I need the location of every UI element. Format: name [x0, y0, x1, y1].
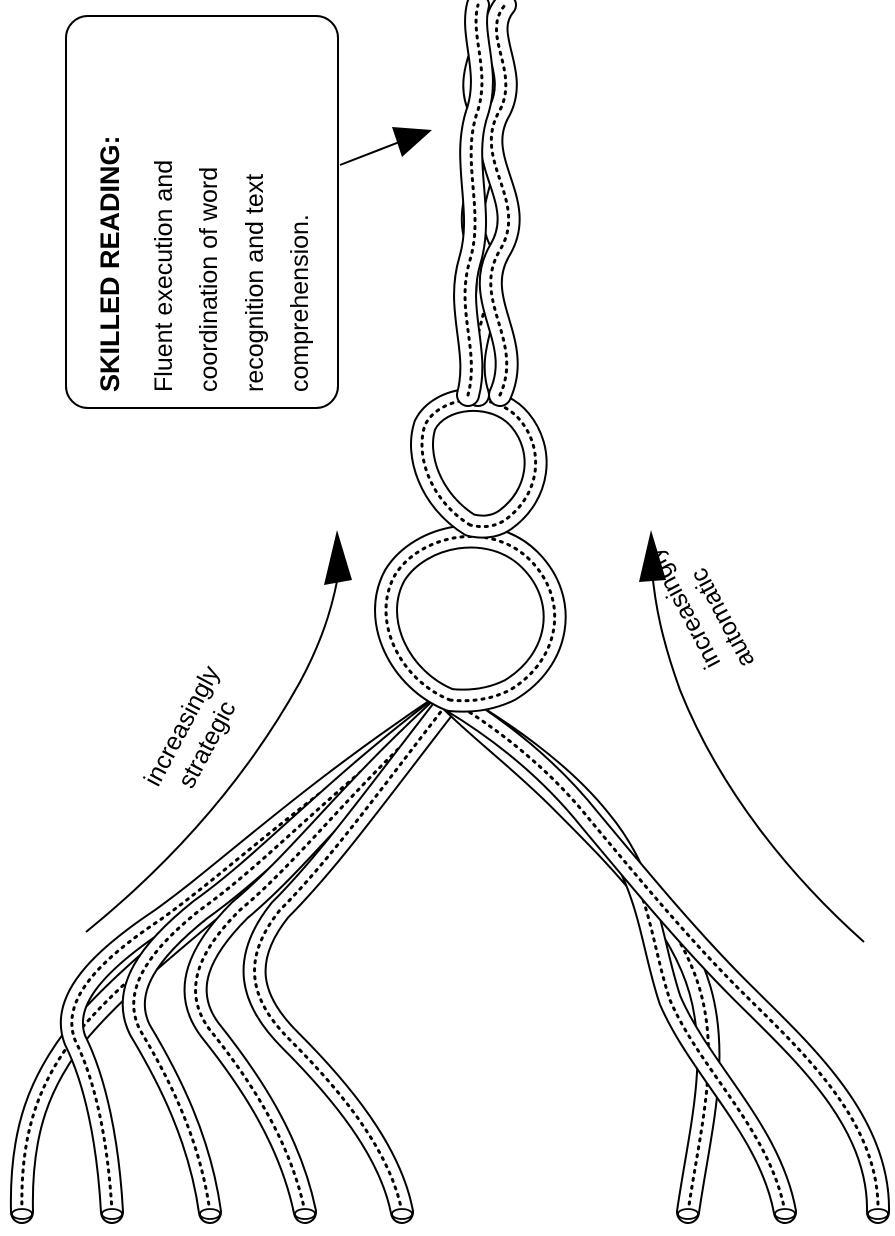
automatic-strands	[450, 700, 888, 1219]
skilled-reading-callout: SKILLED READING: Fluent execution and co…	[66, 16, 338, 408]
rope-junction	[386, 400, 555, 701]
arrowhead-icon	[324, 530, 352, 585]
callout-line-1: Fluent execution and	[150, 160, 178, 392]
rope-strand	[450, 700, 795, 1219]
callout-pointer-arrow	[340, 127, 432, 165]
strategic-strands	[12, 700, 450, 1219]
callout-line-2: coordination of word	[195, 167, 223, 392]
arrowhead-icon	[392, 127, 432, 157]
callout-title: SKILLED READING:	[95, 136, 125, 393]
callout-line-3: recognition and text	[241, 174, 269, 392]
automatic-arc: increasingly automatic	[639, 530, 864, 942]
callout-line-4: comprehension.	[286, 214, 314, 392]
braided-rope	[465, 5, 509, 395]
